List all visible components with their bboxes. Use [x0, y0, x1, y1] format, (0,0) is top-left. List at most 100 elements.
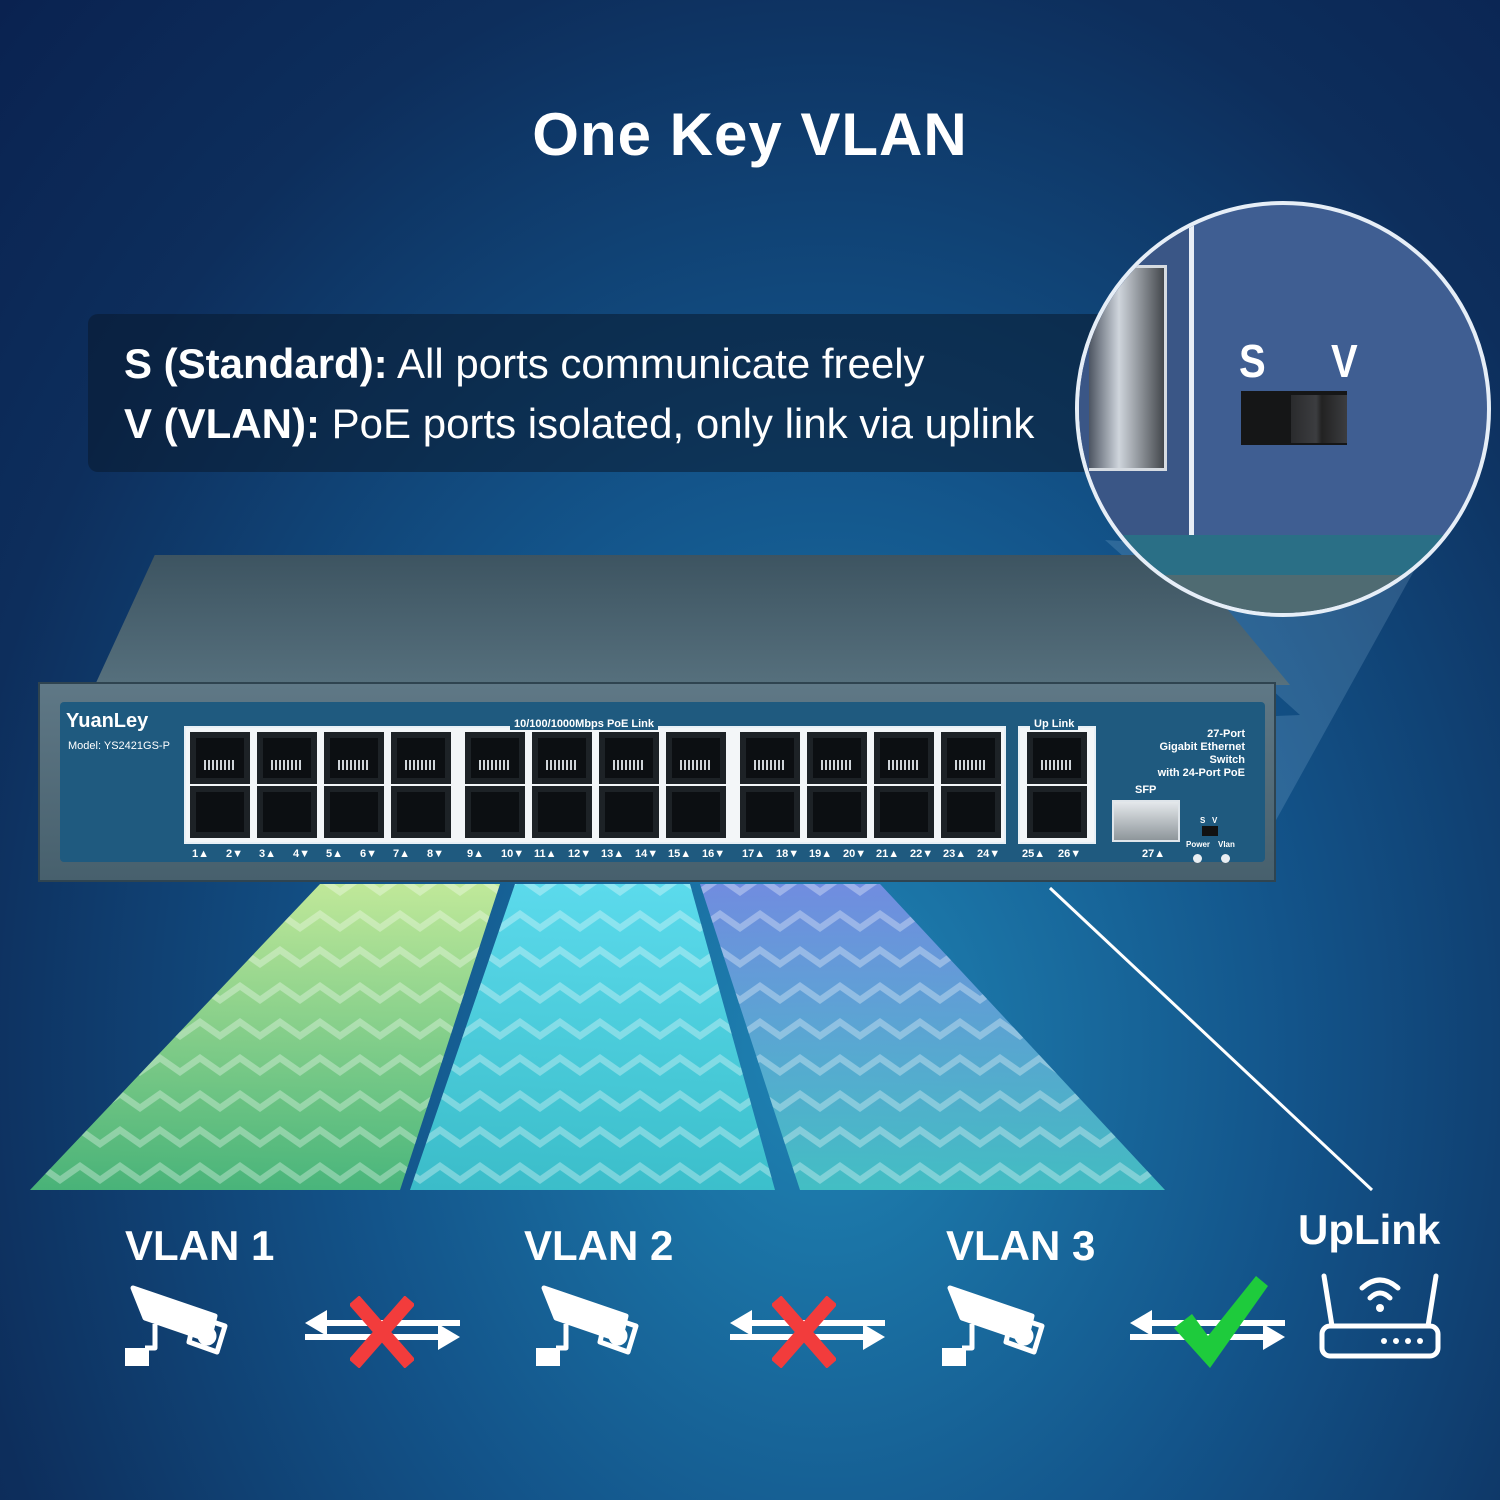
port-number-label: 7▲ — [393, 848, 411, 860]
mode-standard-line: S (Standard): All ports communicate free… — [124, 340, 925, 388]
poe-port-19[interactable] — [807, 732, 867, 784]
port-number-label: 13▲ — [601, 848, 625, 860]
vlan2-label: VLAN 2 — [524, 1222, 674, 1269]
poe-port-3[interactable] — [257, 732, 317, 784]
mode-info-box: S (Standard): All ports communicate free… — [88, 314, 1198, 472]
uplink-connector-line — [1048, 886, 1374, 1192]
poe-port-13[interactable] — [599, 732, 659, 784]
zoom-case-edge — [1079, 575, 1487, 613]
port-number-label: 14▼ — [635, 848, 659, 860]
vlan1-label: VLAN 1 — [125, 1222, 275, 1269]
vlan-led — [1221, 854, 1230, 863]
vlan-switch-v-label: V — [1212, 816, 1218, 825]
zoom-switch-knob — [1291, 395, 1347, 443]
poe-port-24[interactable] — [941, 786, 1001, 838]
port-number-label: 15▲ — [668, 848, 692, 860]
port-number-label: 22▼ — [910, 848, 934, 860]
zoom-panel-edge — [1079, 535, 1487, 575]
poe-port-5[interactable] — [324, 732, 384, 784]
brand-logo: YuanLey — [66, 710, 149, 732]
uplink-frame-label: Up Link — [1030, 718, 1079, 730]
poe-port-15[interactable] — [666, 732, 726, 784]
mode-vlan-line: V (VLAN): PoE ports isolated, only link … — [124, 400, 1034, 448]
poe-port-7[interactable] — [391, 732, 451, 784]
poe-port-23[interactable] — [941, 732, 1001, 784]
mode-vlan-text: PoE ports isolated, only link via uplink — [319, 400, 1035, 447]
mode-standard-key: S (Standard): — [124, 340, 388, 387]
security-camera-icon — [536, 1285, 639, 1366]
port-number-label: 11▲ — [534, 848, 557, 860]
power-led-label: Power — [1186, 840, 1211, 849]
poe-port-21[interactable] — [874, 732, 934, 784]
port-number-label: 18▼ — [776, 848, 800, 860]
port-number-label: 4▼ — [293, 848, 311, 860]
poe-port-2[interactable] — [190, 786, 250, 838]
mode-vlan-key: V (VLAN): — [124, 400, 320, 447]
poe-port-11[interactable] — [532, 732, 592, 784]
port-number-label: 23▲ — [943, 848, 967, 860]
port-number-label: 27▲ — [1142, 848, 1166, 860]
port-number-label: 17▲ — [742, 848, 766, 860]
desc-line-3: with 24-Port PoE — [1157, 767, 1245, 779]
allowed-check-icon — [1174, 1276, 1268, 1368]
uplink-port-26[interactable] — [1027, 786, 1087, 838]
poe-port-10[interactable] — [465, 786, 525, 838]
port-number-label: 5▲ — [326, 848, 344, 860]
port-number-label: 12▼ — [568, 848, 592, 860]
vlan-toggle-switch[interactable] — [1202, 826, 1218, 836]
desc-line-2: Gigabit Ethernet Switch — [1159, 741, 1245, 766]
security-camera-icon — [942, 1285, 1045, 1366]
port-number-label: 3▲ — [259, 848, 277, 860]
switch-description: 27-Port Gigabit Ethernet Switch with 24-… — [1125, 728, 1245, 780]
page-title: One Key VLAN — [532, 101, 968, 168]
port-number-label: 19▲ — [809, 848, 833, 860]
blocked-x-icon — [772, 1296, 836, 1368]
zoom-magnifier: S V — [1075, 201, 1491, 617]
poe-link-label: 10/100/1000Mbps PoE Link — [510, 718, 659, 730]
vlan-switch-s-label: S — [1200, 816, 1206, 825]
port-number-label: 20▼ — [843, 848, 867, 860]
poe-port-1[interactable] — [190, 732, 250, 784]
poe-port-20[interactable] — [807, 786, 867, 838]
poe-port-4[interactable] — [257, 786, 317, 838]
vlan-led-label: Vlan — [1218, 840, 1235, 849]
network-switch: YuanLey Model: YS2421GS-P 10/100/1000Mbp… — [38, 682, 1276, 882]
port-number-label: 24▼ — [977, 848, 1001, 860]
mode-standard-text: All ports communicate freely — [387, 340, 925, 387]
poe-port-22[interactable] — [874, 786, 934, 838]
poe-port-17[interactable] — [740, 732, 800, 784]
port-number-label: 25▲ — [1022, 848, 1046, 860]
poe-port-8[interactable] — [391, 786, 451, 838]
zoom-port-section — [1079, 205, 1194, 535]
port-number-label: 21▲ — [876, 848, 900, 860]
power-led — [1193, 854, 1202, 863]
wifi-router-icon — [1319, 1273, 1441, 1359]
port-number-label: 2▼ — [226, 848, 244, 860]
poe-port-9[interactable] — [465, 732, 525, 784]
port-number-label: 16▼ — [702, 848, 726, 860]
port-number-label: 26▼ — [1058, 848, 1082, 860]
poe-port-6[interactable] — [324, 786, 384, 838]
poe-port-14[interactable] — [599, 786, 659, 838]
poe-port-frame — [184, 726, 1006, 844]
port-number-label: 1▲ — [192, 848, 210, 860]
poe-port-18[interactable] — [740, 786, 800, 838]
port-number-label: 8▼ — [427, 848, 445, 860]
blocked-x-icon — [350, 1296, 414, 1368]
port-number-label: 6▼ — [360, 848, 378, 860]
sfp-label: SFP — [1135, 784, 1157, 796]
security-camera-icon — [125, 1285, 228, 1366]
vlan3-label: VLAN 3 — [946, 1222, 1096, 1269]
zoom-s-label: S — [1239, 336, 1266, 388]
front-panel: YuanLey Model: YS2421GS-P 10/100/1000Mbp… — [60, 702, 1265, 863]
model-label: Model: YS2421GS-P — [68, 740, 170, 752]
poe-port-16[interactable] — [666, 786, 726, 838]
zoom-v-label: V — [1331, 336, 1358, 388]
port-number-label: 9▲ — [467, 848, 485, 860]
uplink-label: UpLink — [1298, 1206, 1441, 1253]
poe-port-12[interactable] — [532, 786, 592, 838]
uplink-port-25[interactable] — [1027, 732, 1087, 784]
zoom-sfp-port — [1089, 265, 1167, 471]
